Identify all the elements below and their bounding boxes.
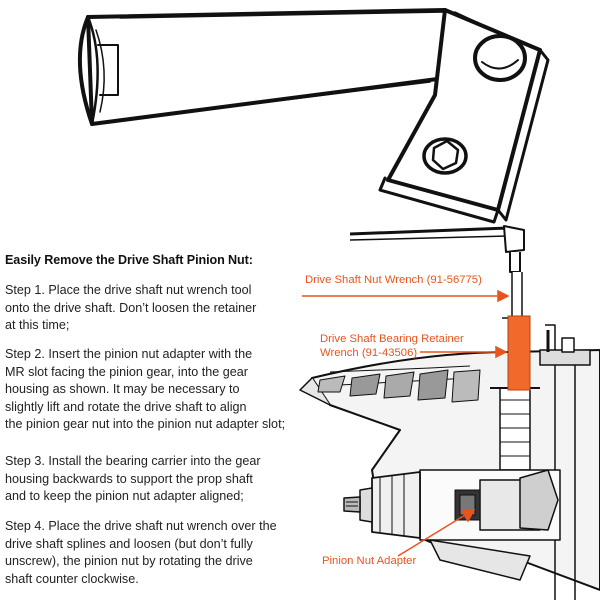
step-2: Step 2. Insert the pinion nut adapter wi… [5, 346, 315, 434]
callout-arrows [302, 289, 510, 557]
callout-pinion-adapter: Pinion Nut Adapter [322, 555, 417, 567]
step-3-line: Step 3. Install the bearing carrier into… [5, 454, 261, 468]
gear-housing-illustration [299, 225, 600, 600]
step-2-line: MR slot facing the pinion gear, into the… [5, 364, 248, 379]
step-1-line: onto the drive shaft. Don’t loosen the r… [5, 300, 257, 315]
callout-retainer-wrench: Drive Shaft Bearing Retainer Wrench (91-… [320, 333, 464, 360]
step-2-line: housing as shown. It may be necessary to [5, 382, 240, 397]
step-3-line: housing backwards to support the prop sh… [5, 471, 253, 486]
callout-retainer-wrench-line: Drive Shaft Bearing Retainer [320, 333, 464, 345]
callout-nut-wrench: Drive Shaft Nut Wrench (91-56775) [305, 274, 482, 286]
step-2-line: Step 2. Insert the pinion nut adapter wi… [5, 347, 253, 361]
headline: Easily Remove the Drive Shaft Pinion Nut… [5, 253, 253, 267]
step-3-line: and to keep the pinion nut adapter align… [5, 489, 244, 504]
callout-retainer-wrench-line: Wrench (91-43506) [320, 346, 418, 359]
step-2-line: the pinion gear nut into the pinion nut … [5, 417, 286, 432]
step-2-line: slightly lift and rotate the drive shaft… [5, 399, 247, 414]
step-1-line: Step 1. Place the drive shaft nut wrench… [5, 283, 252, 297]
step-4-line: unscrew), the pinion nut by rotating the… [5, 554, 253, 569]
retainer-wrench-tool-illustration [77, 8, 550, 224]
retainer-wrench-highlight [507, 315, 531, 391]
step-1-line: at this time; [5, 318, 70, 333]
step-4: Step 4. Place the drive shaft nut wrench… [5, 518, 315, 588]
step-4-line: drive shaft splines and loosen (but don’… [5, 536, 253, 551]
step-4-line: shaft counter clockwise. [5, 571, 139, 586]
step-4-line: Step 4. Place the drive shaft nut wrench… [5, 519, 277, 533]
step-3: Step 3. Install the bearing carrier into… [5, 453, 315, 506]
step-1: Step 1. Place the drive shaft nut wrench… [5, 282, 315, 335]
